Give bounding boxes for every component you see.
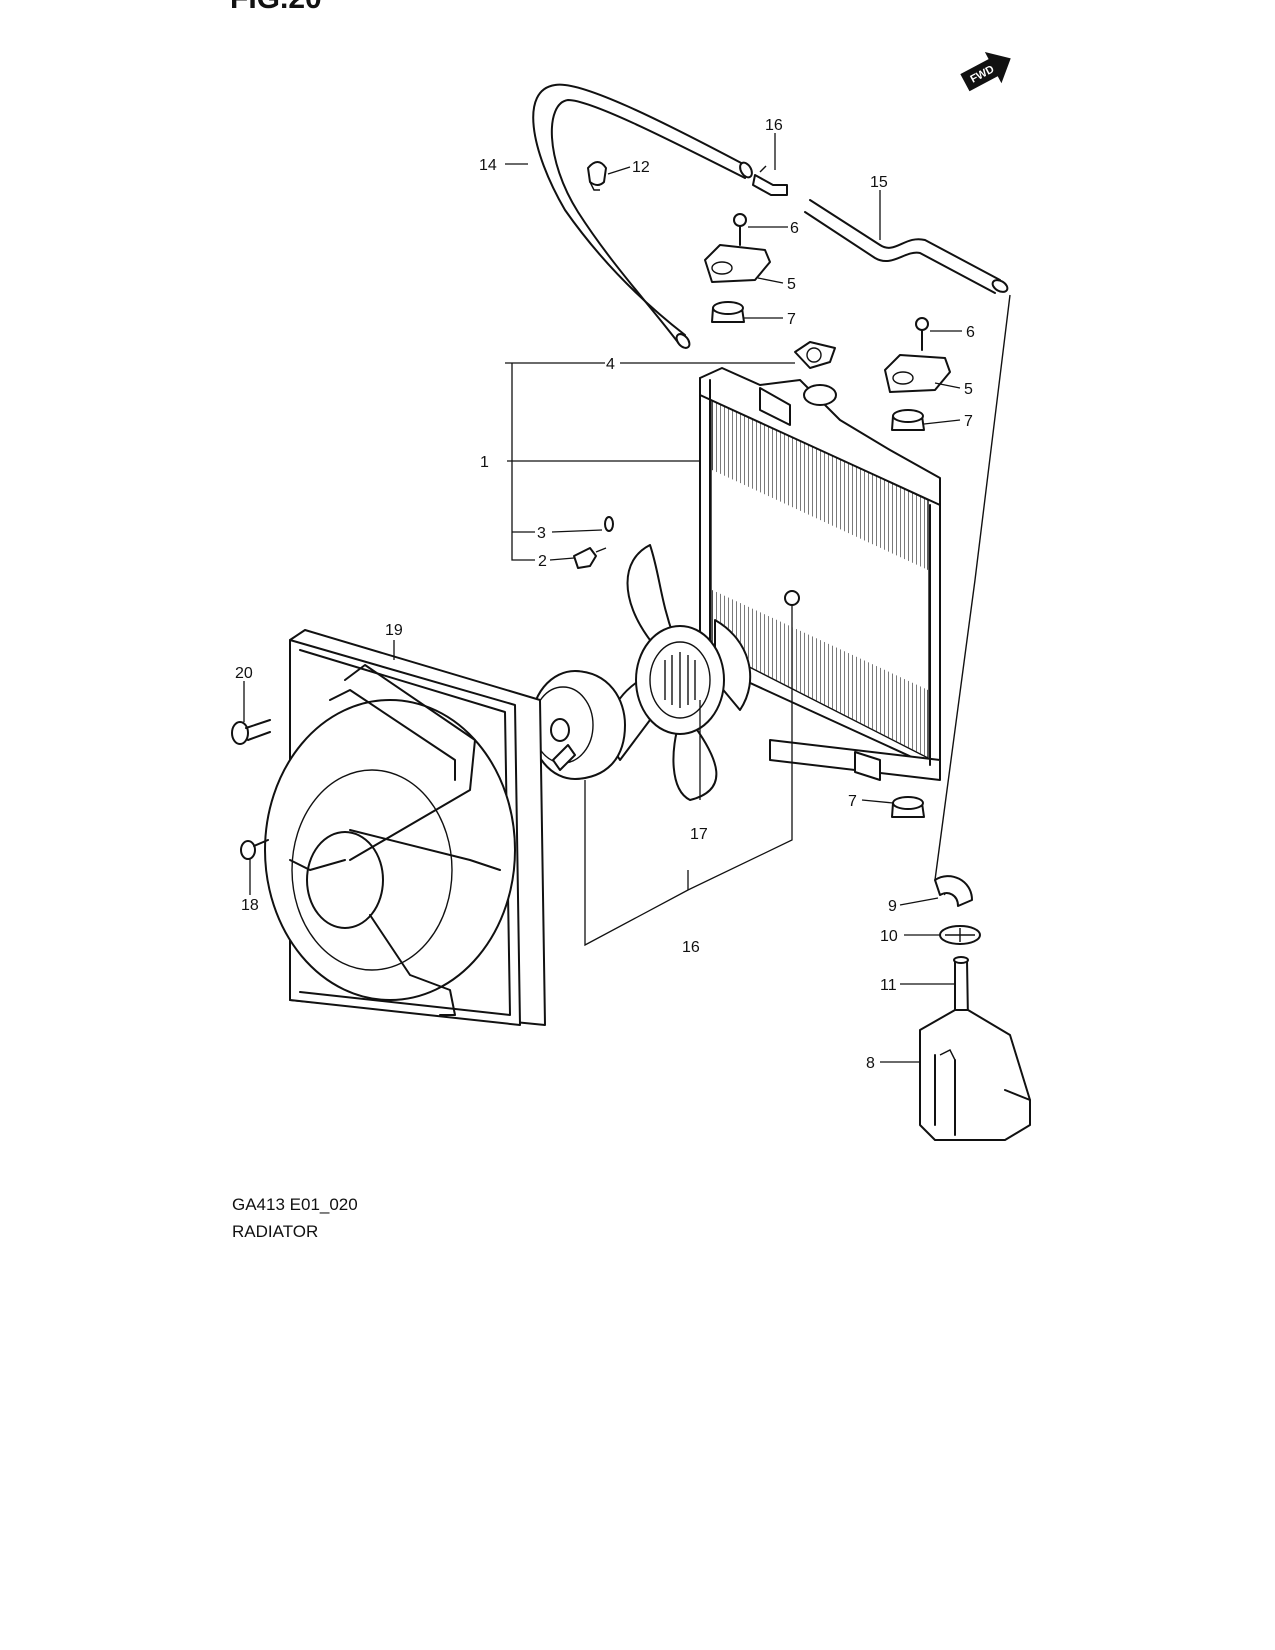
callout-5-right: 5: [964, 381, 973, 398]
callout-7-lower: 7: [848, 793, 857, 810]
callout-labels: 14 12 16 15 6 5 7 6 5 7 4 1 3 2 19 20 7 …: [235, 117, 975, 1072]
callout-3: 3: [537, 525, 546, 542]
part-20-bolt: [231, 719, 271, 745]
part-12-clamp: [587, 161, 607, 191]
callout-6-upper: 6: [790, 220, 799, 237]
part-2-drain-plug: [573, 547, 607, 569]
callout-17: 17: [690, 826, 708, 843]
callout-6-right: 6: [966, 324, 975, 341]
callout-13: 14: [479, 157, 497, 174]
callout-16: 16: [682, 939, 700, 956]
callout-9: 9: [888, 898, 897, 915]
part-10-cap: [939, 925, 981, 945]
part-15-joint: [752, 165, 788, 196]
diagram-name: RADIATOR: [232, 1222, 319, 1241]
figure-title: FIG.20: [230, 0, 322, 16]
forward-arrow-icon: FWD: [960, 52, 1011, 92]
callout-2: 2: [538, 553, 547, 570]
diagram-code: GA413 E01_020: [232, 1195, 358, 1214]
part-9-elbow: [934, 875, 973, 907]
callout-7-upper: 7: [787, 311, 796, 328]
callout-1: 1: [480, 454, 489, 471]
callout-20: 20: [235, 665, 253, 682]
callout-18: 18: [241, 897, 259, 914]
callout-14: 15: [870, 174, 888, 191]
part-1-radiator: [699, 367, 941, 781]
part-7-cushion-c: [891, 796, 925, 818]
callout-7-right: 7: [964, 413, 973, 430]
part-7-cushion-b: [891, 409, 925, 431]
part-8-reservoir-tank: [919, 1009, 1031, 1141]
callout-5-upper: 5: [787, 276, 796, 293]
part-6-bolt-right: [915, 317, 929, 351]
part-grommet: [784, 590, 800, 606]
callout-19: 19: [385, 622, 403, 639]
part-16-fan-motor: [530, 670, 626, 780]
part-7-cushion-a: [711, 301, 745, 323]
part-13-hose: [532, 83, 753, 349]
part-18-bolt: [240, 839, 269, 860]
callout-8: 8: [866, 1055, 875, 1072]
part-6-bolt-upper: [733, 213, 747, 246]
part-3-o-ring: [604, 516, 614, 532]
callout-4: 4: [606, 356, 615, 373]
callout-11: 11: [880, 977, 897, 994]
part-4-radiator-cap: [794, 341, 836, 369]
part-14-hose: [804, 199, 1009, 294]
leader-lines: [243, 133, 962, 1063]
callout-15: 16: [765, 117, 783, 134]
part-19-fan-shroud: [264, 629, 546, 1026]
callout-10: 10: [880, 928, 898, 945]
callout-12: 12: [632, 159, 650, 176]
part-5-bracket-right: [884, 354, 951, 393]
part-5-bracket-upper: [704, 244, 771, 283]
